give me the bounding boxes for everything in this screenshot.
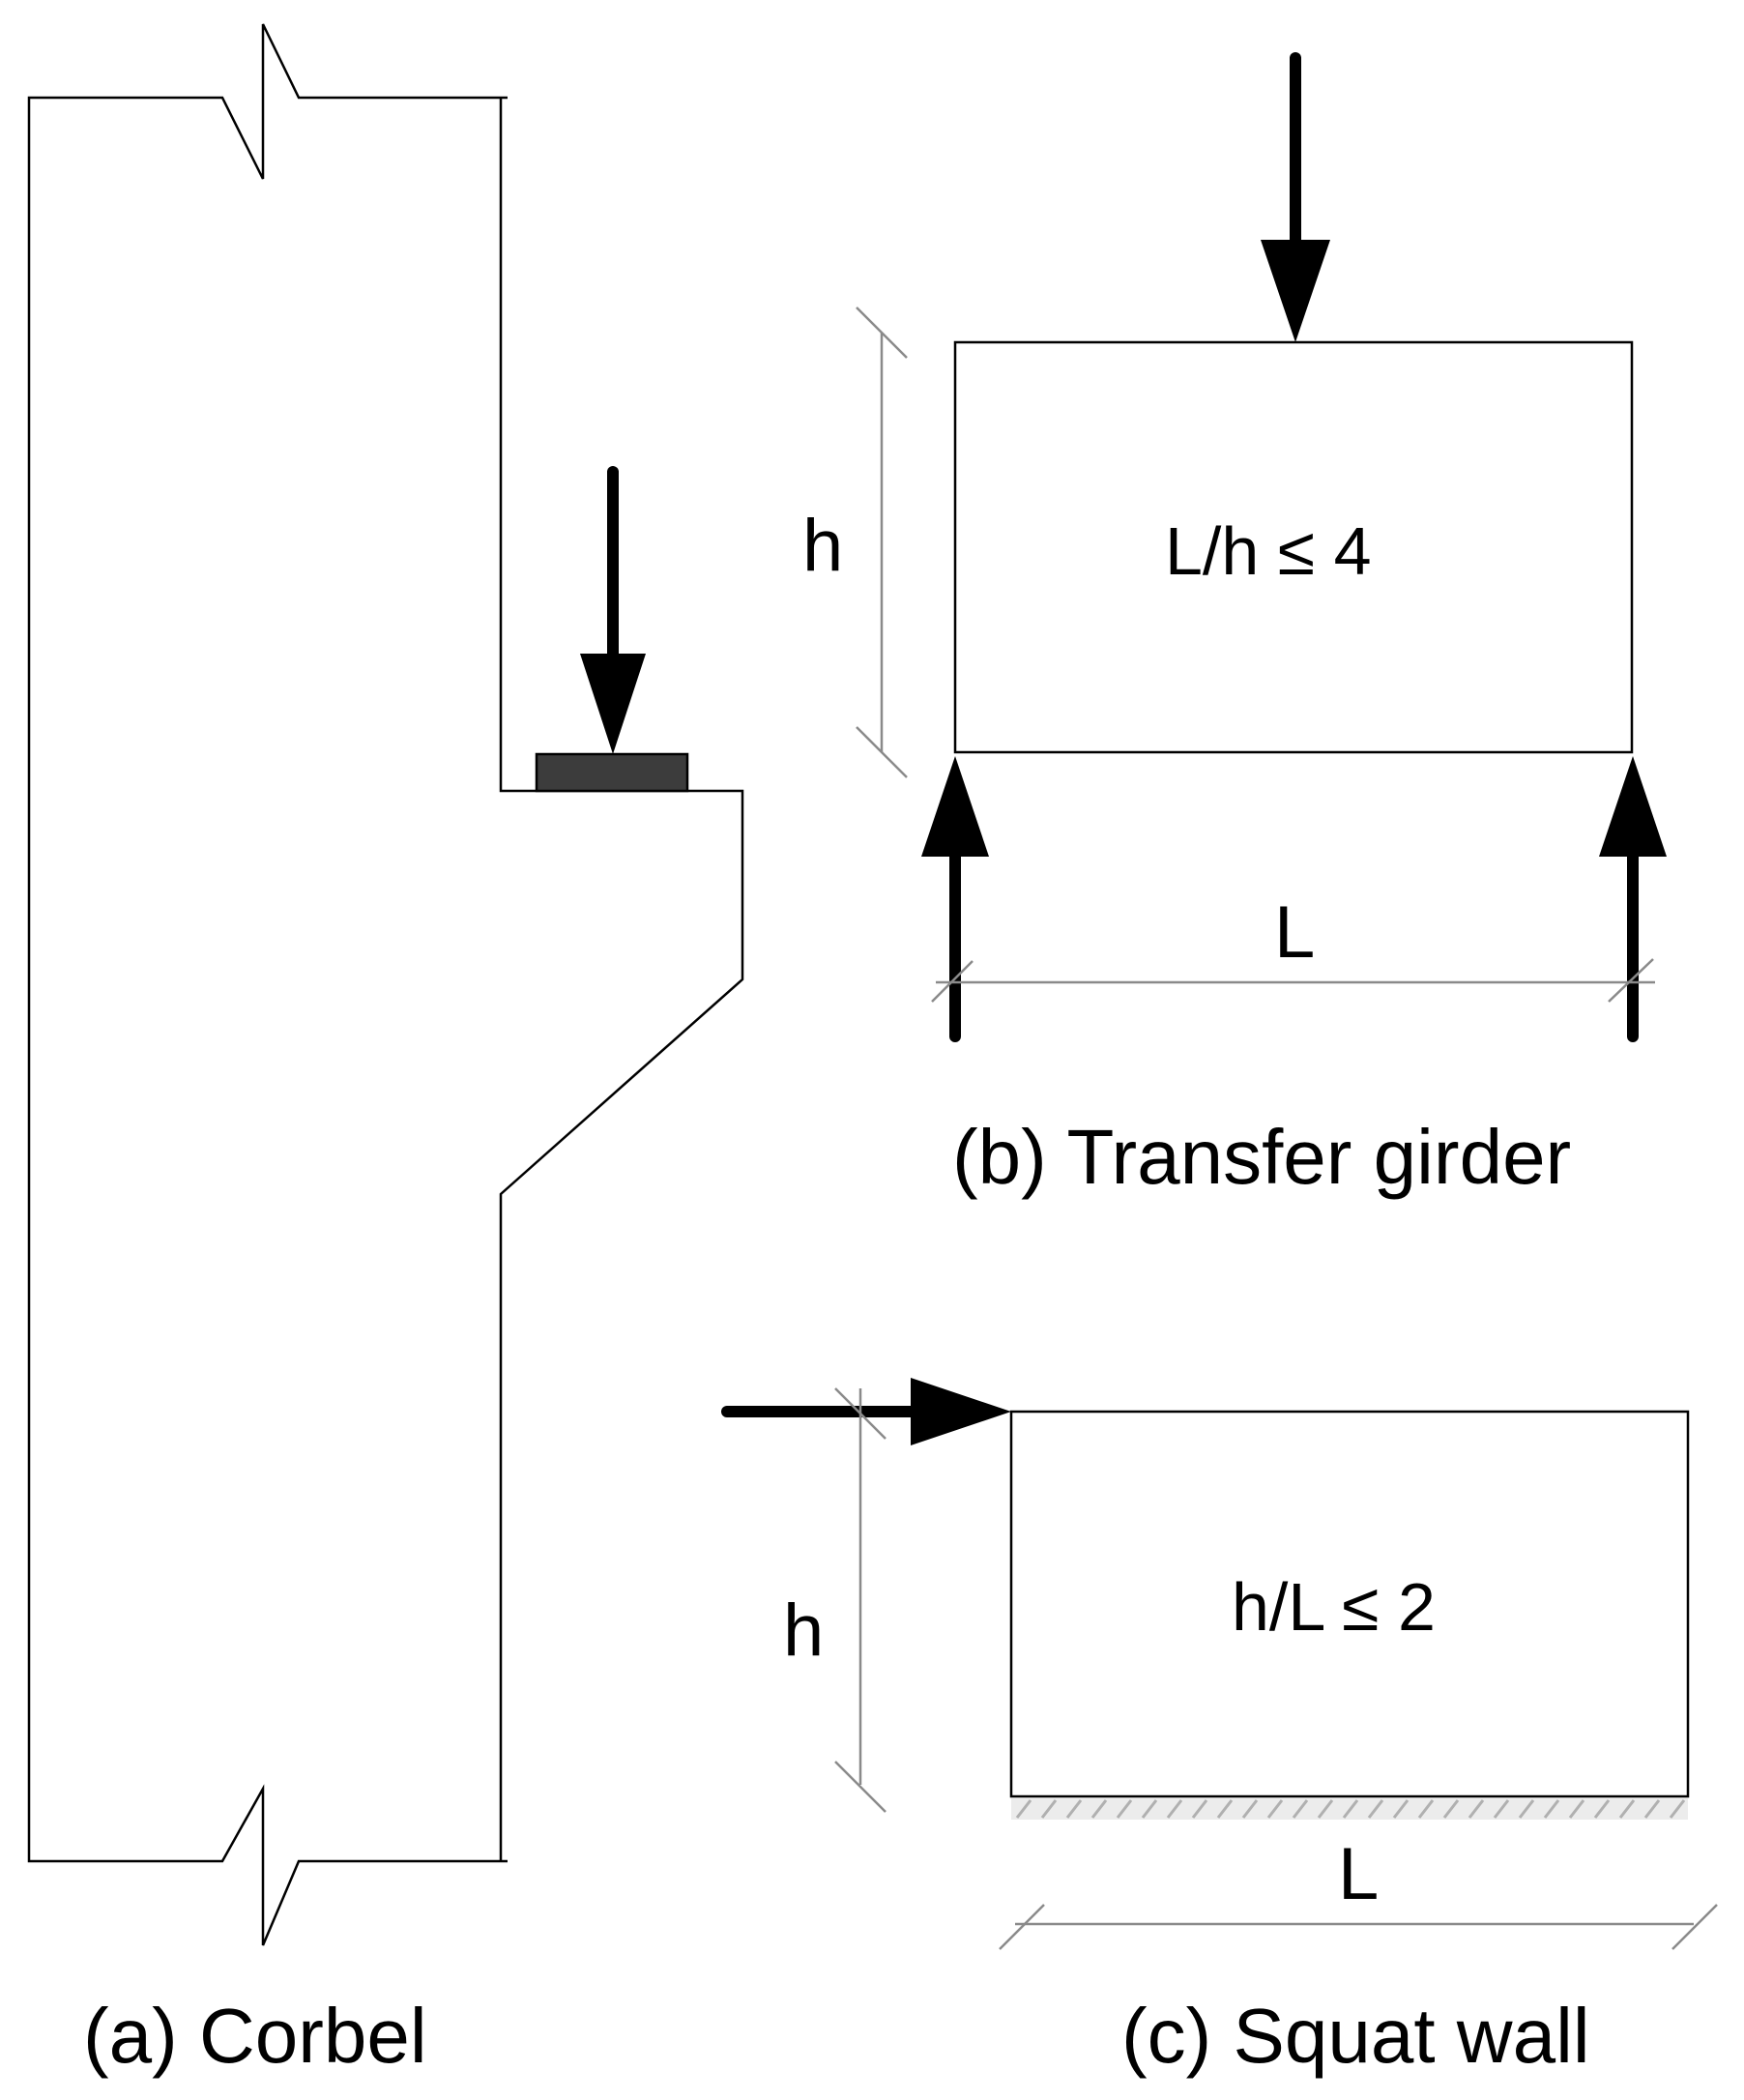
girder-outline: [953, 340, 1634, 754]
girder-left-reaction-arrow-head: [921, 756, 989, 857]
hatch-stroke: [1065, 1799, 1083, 1819]
hatch-stroke: [1543, 1799, 1560, 1819]
hatch-stroke: [1166, 1799, 1183, 1819]
wall-caption: (c) Squat wall: [1121, 1993, 1590, 2079]
hatch-stroke: [1241, 1799, 1259, 1819]
hatch-stroke: [1392, 1799, 1410, 1819]
corbel-column-outline: [27, 23, 508, 1946]
hatch-stroke: [1342, 1799, 1359, 1819]
wall-height-dimension: [834, 1387, 887, 1813]
corbel-load-arrow-head: [580, 654, 646, 754]
hatch-stroke: [1116, 1799, 1133, 1819]
hatch-stroke: [1317, 1799, 1334, 1819]
wall-ratio-label: h/L ≤ 2: [1232, 1569, 1436, 1645]
hatch-stroke: [1669, 1799, 1686, 1819]
bearing-plate: [535, 752, 689, 793]
hatch-stroke: [1015, 1799, 1032, 1819]
corbel-panel: (a) Corbel: [27, 23, 744, 2079]
wall-lateral-load-arrow-head: [911, 1378, 1011, 1445]
wall-length-label: L: [1338, 1833, 1379, 1915]
girder-height-label: h: [802, 505, 843, 587]
hatch-stroke: [1090, 1799, 1108, 1819]
hatch-stroke: [1618, 1799, 1636, 1819]
corbel-bracket-outline: [499, 98, 744, 1861]
squat-wall-panel: h L h/L ≤ 2 (c) Squat wall: [721, 1378, 1718, 2079]
girder-ratio-label: L/h ≤ 4: [1165, 513, 1372, 589]
hatch-stroke: [1518, 1799, 1535, 1819]
girder-right-reaction-arrow-head: [1599, 756, 1667, 857]
wall-length-dimension: [999, 1904, 1718, 1950]
girder-span-label: L: [1274, 891, 1315, 974]
hatch-stroke: [1367, 1799, 1384, 1819]
hatch-stroke: [1468, 1799, 1485, 1819]
hatch-stroke: [1493, 1799, 1510, 1819]
hatch-stroke: [1593, 1799, 1611, 1819]
hatch-stroke: [1191, 1799, 1208, 1819]
hatch-stroke: [1292, 1799, 1309, 1819]
hatch-stroke: [1216, 1799, 1234, 1819]
hatch-stroke: [1643, 1799, 1661, 1819]
wall-height-label: h: [783, 1590, 824, 1672]
girder-top-load-arrow-head: [1261, 240, 1330, 342]
girder-height-dimension: [856, 306, 908, 778]
girder-span-dimension: [931, 958, 1655, 1003]
hatch-stroke: [1417, 1799, 1435, 1819]
hatch-stroke: [1442, 1799, 1460, 1819]
wall-base-hatch: [1011, 1798, 1688, 1820]
girder-caption: (b) Transfer girder: [952, 1114, 1571, 1200]
wall-outline: [1009, 1410, 1690, 1798]
transfer-girder-panel: h L L/h ≤ 4 (b) Transfer girder: [802, 52, 1667, 1200]
hatch-stroke: [1141, 1799, 1158, 1819]
corbel-caption: (a) Corbel: [83, 1993, 427, 2079]
hatch-stroke: [1040, 1799, 1058, 1819]
hatch-stroke: [1266, 1799, 1284, 1819]
hatch-stroke: [1568, 1799, 1585, 1819]
